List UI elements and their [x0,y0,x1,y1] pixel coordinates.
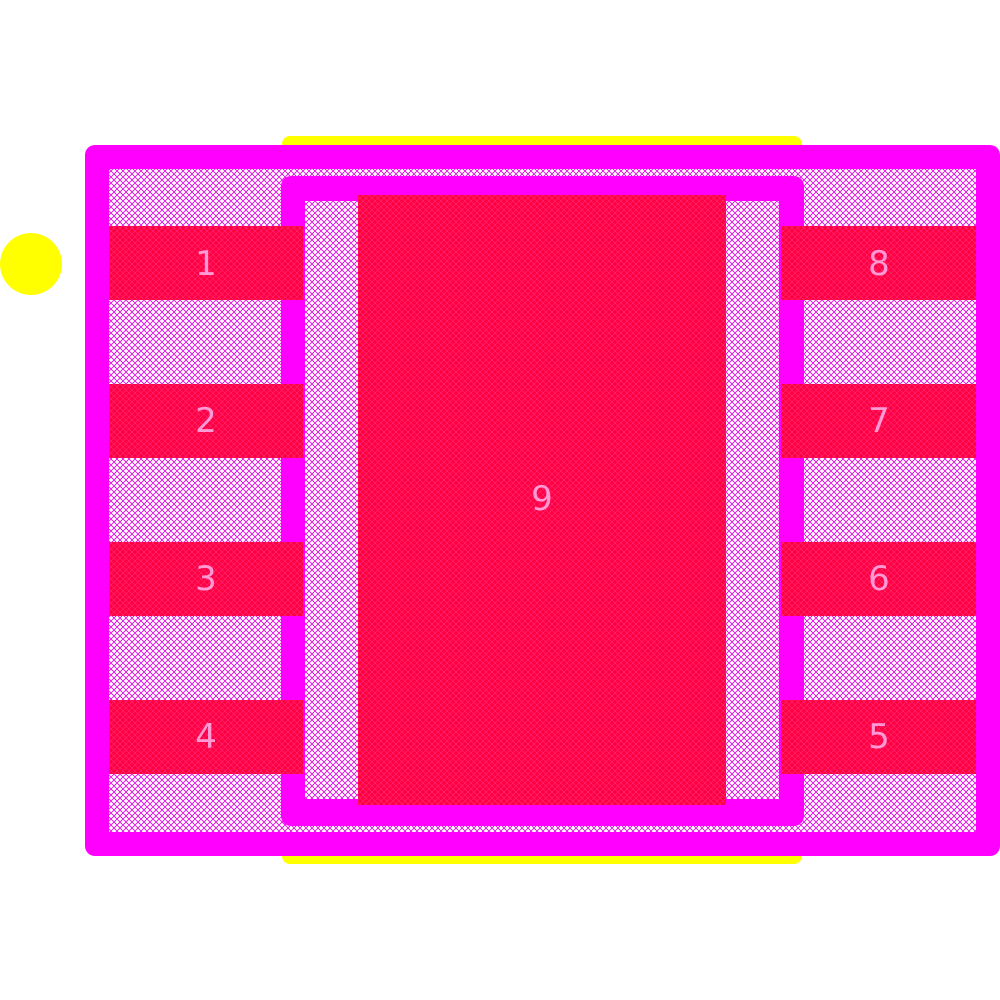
pad-5-label: 5 [868,717,890,757]
pad-3: 3 [109,542,303,616]
pad-8-label: 8 [868,244,890,284]
pad-7: 7 [781,384,976,458]
pad-2-label: 2 [195,401,217,441]
pad-9-label: 9 [531,479,553,519]
pad-1: 1 [109,226,303,300]
pad-7-label: 7 [868,401,890,441]
pad-5: 5 [781,700,976,774]
pad-6: 6 [781,542,976,616]
pad-3-label: 3 [195,559,217,599]
pad-4-label: 4 [195,717,217,757]
pin1-indicator-dot [0,233,62,295]
pad-1-label: 1 [195,244,217,284]
pad-9-thermal: 9 [358,195,726,805]
pad-4: 4 [109,700,303,774]
pad-6-label: 6 [868,559,890,599]
pad-2: 2 [109,384,303,458]
pad-8: 8 [781,226,976,300]
